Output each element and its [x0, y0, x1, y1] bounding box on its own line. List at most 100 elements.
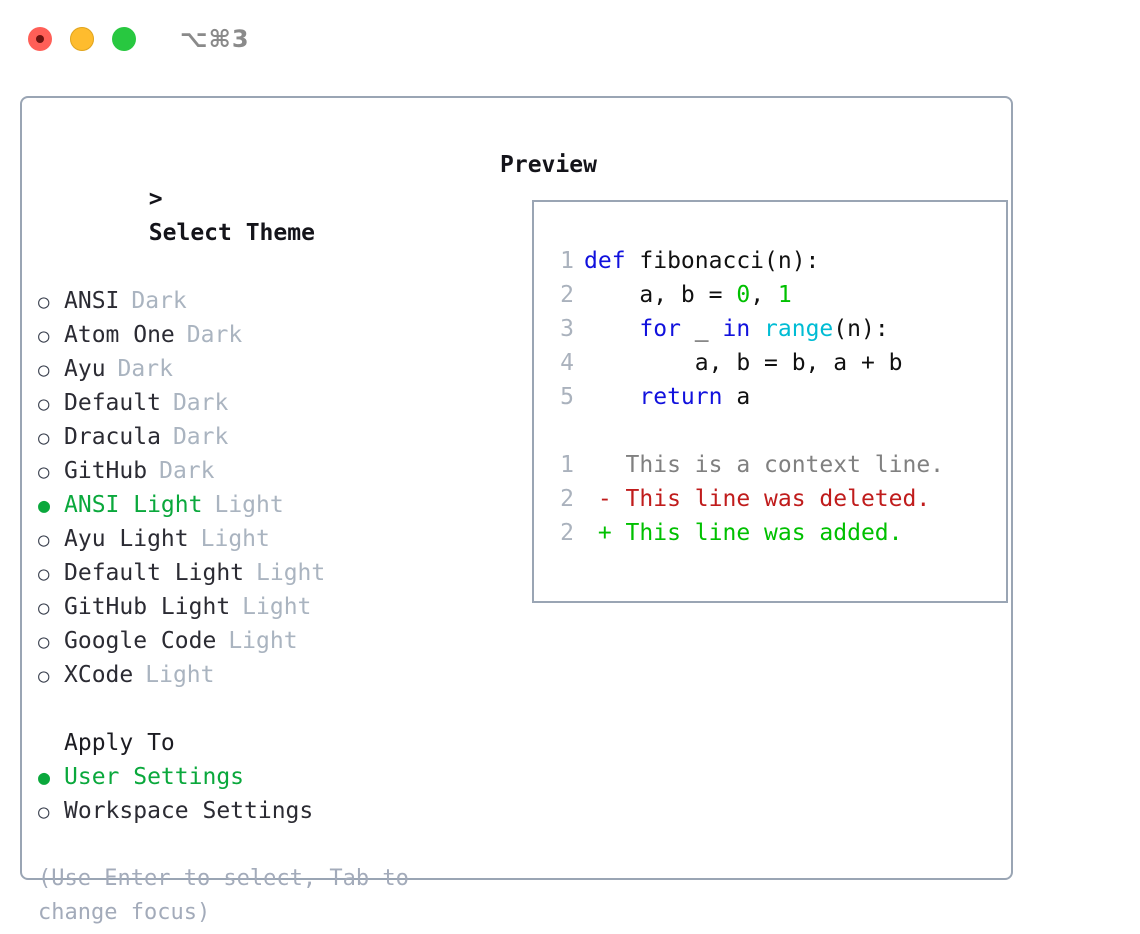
code-token-num: 0	[736, 282, 751, 308]
theme-option-badge: Dark	[131, 288, 187, 314]
code-token-kw: return	[639, 384, 723, 410]
code-line: 2 a, b = 0, 1	[550, 278, 944, 312]
code-token-txt	[584, 316, 639, 342]
caret-icon: >	[148, 186, 163, 212]
radio-unselected-icon: ○	[38, 529, 50, 551]
theme-option-label: ANSI Light	[64, 492, 203, 518]
theme-option-ansi-light[interactable]: ● ANSI Light Light	[38, 488, 478, 522]
line-number: 2	[560, 486, 574, 512]
radio-unselected-icon: ○	[38, 291, 50, 313]
theme-option-label: GitHub Light	[64, 594, 231, 620]
theme-option-badge: Dark	[172, 390, 229, 416]
radio-unselected-icon: ○	[38, 461, 50, 483]
code-token-fn: range	[764, 316, 834, 342]
code-token-kw: def	[584, 248, 626, 274]
line-number: 1	[560, 248, 574, 274]
select-theme-heading: > Select Theme	[38, 148, 478, 284]
theme-option-label: Atom One	[64, 322, 175, 348]
apply-to-option-user-settings[interactable]: ● User Settings	[38, 760, 478, 794]
theme-option-label: Default	[64, 390, 161, 416]
code-token-txt: a	[722, 384, 751, 410]
radio-unselected-icon: ○	[38, 359, 50, 381]
maximize-button[interactable]	[112, 27, 136, 51]
code-token-txt	[750, 316, 764, 342]
code-line: 5 return a	[550, 380, 944, 414]
radio-unselected-icon: ○	[38, 597, 50, 619]
code-token-txt: _	[680, 316, 723, 342]
code-token-txt: a, b = b, a + b	[584, 350, 903, 376]
radio-unselected-icon: ○	[38, 563, 50, 585]
theme-option-label: Default Light	[64, 560, 245, 586]
line-number: 5	[560, 384, 574, 410]
line-number: 1	[560, 452, 574, 478]
list-spacer	[38, 692, 478, 726]
code-token-txt	[584, 384, 639, 410]
keyboard-hint: (Use Enter to select, Tab to change focu…	[38, 866, 409, 925]
title-bar: ⌥⌘3	[0, 0, 1140, 78]
theme-option-badge: Dark	[117, 356, 173, 382]
radio-unselected-icon: ○	[38, 393, 50, 415]
line-number: 3	[560, 316, 574, 342]
apply-to-list: ● User Settings ○Workspace Settings	[38, 760, 478, 828]
theme-option-google-code[interactable]: ○ Google Code Light	[38, 624, 478, 658]
code-token-num: 1	[777, 282, 792, 308]
radio-selected-icon: ●	[38, 765, 51, 789]
theme-option-label: Google Code	[64, 628, 217, 654]
radio-unselected-icon: ○	[38, 665, 50, 687]
theme-option-xcode[interactable]: ○ XCode Light	[38, 658, 478, 692]
radio-unselected-icon: ○	[38, 801, 50, 823]
close-button[interactable]	[28, 27, 52, 51]
theme-option-badge: Light	[145, 662, 215, 688]
code-token-kw: in	[722, 316, 751, 342]
theme-option-github[interactable]: ○ GitHub Dark	[38, 454, 478, 488]
radio-unselected-icon: ○	[38, 631, 50, 653]
apply-to-option-workspace-settings[interactable]: ○Workspace Settings	[38, 794, 478, 828]
theme-option-label: XCode	[64, 662, 134, 688]
code-token-del: - This line was deleted.	[584, 486, 931, 512]
code-token-txt: ,	[750, 282, 778, 308]
minimize-button[interactable]	[70, 27, 94, 51]
hint-spacer	[38, 828, 478, 862]
theme-option-default[interactable]: ○ Default Dark	[38, 386, 478, 420]
theme-option-ayu-light[interactable]: ○ Ayu Light Light	[38, 522, 478, 556]
code-line: 4 a, b = b, a + b	[550, 346, 944, 380]
theme-option-label: GitHub	[64, 458, 148, 484]
theme-option-badge: Light	[200, 526, 270, 552]
code-line: 3 for _ in range(n):	[550, 312, 944, 346]
code-line	[550, 414, 944, 448]
theme-option-badge: Light	[228, 628, 298, 654]
theme-option-badge: Dark	[186, 322, 243, 348]
radio-selected-icon: ●	[38, 493, 51, 517]
theme-option-ayu[interactable]: ○ Ayu Dark	[38, 352, 478, 386]
keyboard-shortcut-label: ⌥⌘3	[180, 25, 250, 53]
radio-unselected-icon: ○	[38, 325, 50, 347]
window-controls	[28, 27, 136, 51]
code-line: 2 - This line was deleted.	[550, 482, 944, 516]
code-line: 1 This is a context line.	[550, 448, 944, 482]
select-theme-heading-label: Select Theme	[148, 220, 315, 246]
theme-option-badge: Dark	[159, 458, 215, 484]
theme-option-label: Ayu	[64, 356, 106, 382]
theme-option-badge: Light	[256, 560, 326, 586]
line-number: 4	[560, 350, 574, 376]
radio-unselected-icon: ○	[38, 427, 50, 449]
theme-option-atom-one[interactable]: ○ Atom One Dark	[38, 318, 478, 352]
theme-option-badge: Light	[214, 492, 284, 518]
code-token-add: + This line was added.	[584, 520, 903, 546]
theme-option-label: Ayu Light	[64, 526, 189, 552]
line-number: 2	[560, 520, 574, 546]
apply-to-heading: Apply To	[64, 730, 175, 756]
apply-to-option-label: User Settings	[64, 764, 245, 790]
theme-option-default-light[interactable]: ○ Default Light Light	[38, 556, 478, 590]
code-line: 2 + This line was added.	[550, 516, 944, 550]
